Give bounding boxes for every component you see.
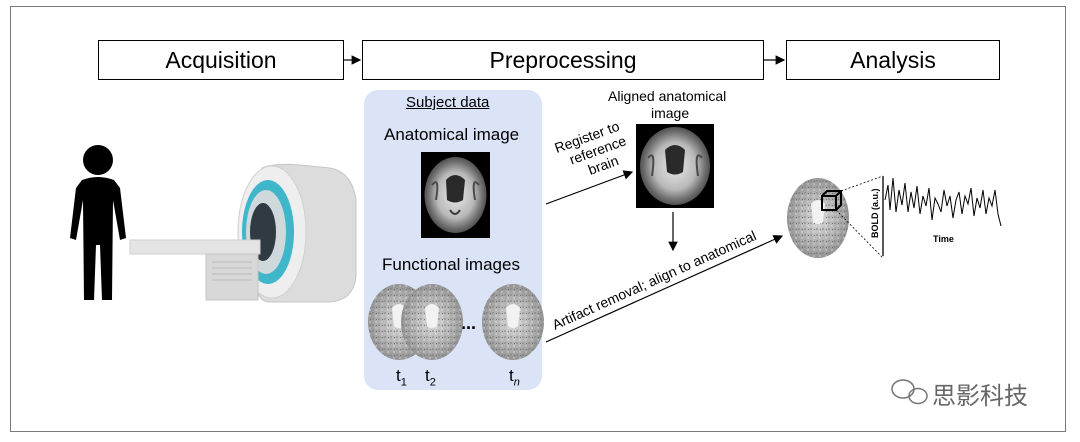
mri-scanner-icon [129,163,357,303]
stage-analysis-label: Analysis [850,46,936,73]
aligned-anatomical-brain-image [636,124,714,208]
zoom-line-bottom [835,209,884,259]
watermark-text: 思影科技 [932,382,1028,410]
stage-analysis: Analysis [786,40,1000,80]
stage-acquisition-label: Acquisition [165,46,277,73]
watermark-logo-icon [891,379,928,405]
artifact-arrow [545,235,784,343]
functional-images-label: Functional images [382,255,520,274]
bold-xlabel: Time [933,234,954,244]
stage-preprocessing: Preprocessing [362,40,764,80]
stage-preprocessing-label: Preprocessing [489,46,637,73]
voxel-cube-icon [821,190,844,211]
time-label-1: t1 [396,366,407,389]
anatomical-image-label: Anatomical image [384,125,520,144]
time-label-2: t2 [425,366,436,389]
ellipsis: ... [461,313,477,333]
time-label-n: tn [509,366,520,389]
aligned-label-line2: image [651,105,690,121]
functional-brain-image-n [482,284,544,360]
register-arrow [545,170,634,205]
anatomical-brain-image [421,152,490,238]
analysis-brain-image [787,178,849,258]
functional-brain-image-2 [401,284,463,360]
artifact-label: Artifact removal; align to anatomical [550,227,759,333]
stage-acquisition: Acquisition [98,40,344,80]
subject-data-header: Subject data [406,94,490,111]
zoom-line-top [840,175,884,192]
bold-ylabel: BOLD (a.u.) [870,189,880,239]
person-icon [70,145,126,300]
bold-signal-trace [884,177,1002,227]
aligned-label-line1: Aligned anatomical [608,88,727,104]
